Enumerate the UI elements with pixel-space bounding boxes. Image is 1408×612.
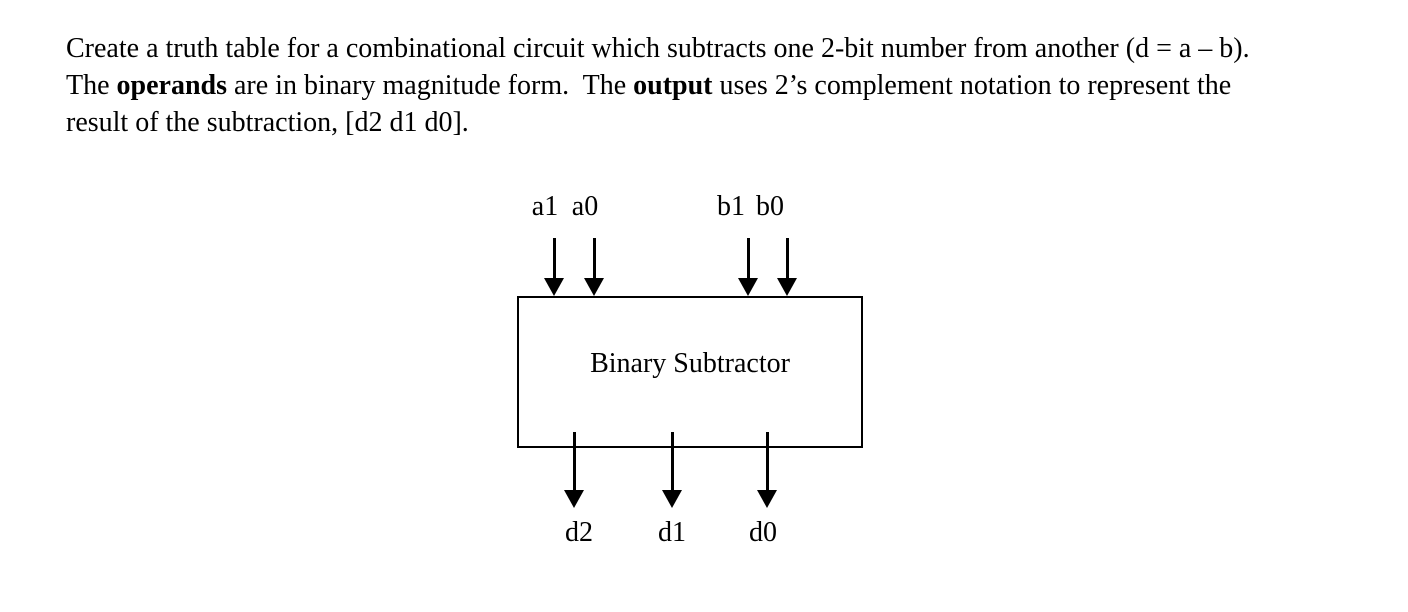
problem-statement: Create a truth table for a combinational… — [66, 30, 1298, 141]
output-arrow-d0-arrowhead-icon — [757, 490, 777, 508]
input-label-a1: a1 — [531, 191, 559, 222]
problem-text-1: Create a truth table for a combinational… — [66, 33, 1264, 101]
input-arrow-a0-arrowhead-icon — [584, 278, 604, 296]
input-arrow-b0-stem — [786, 238, 789, 279]
output-arrow-d2-stem — [573, 432, 576, 491]
input-label-b1: b1 — [717, 191, 745, 222]
input-arrow-a0-stem — [593, 238, 596, 279]
binary-subtractor-box-label: Binary Subtractor — [590, 348, 790, 379]
input-arrow-a1-stem — [553, 238, 556, 279]
input-arrow-b1-stem — [747, 238, 750, 279]
input-arrow-b1-arrowhead-icon — [738, 278, 758, 296]
output-arrow-d2-arrowhead-icon — [564, 490, 584, 508]
input-arrow-b0-arrowhead-icon — [777, 278, 797, 296]
input-arrow-a1-arrowhead-icon — [544, 278, 564, 296]
problem-bold-output: output — [633, 70, 713, 101]
problem-bold-operands: operands — [116, 70, 227, 101]
output-arrow-d1-arrowhead-icon — [662, 490, 682, 508]
input-label-a0: a0 — [571, 191, 599, 222]
output-label-d1: d1 — [658, 517, 686, 548]
input-label-b0: b0 — [756, 191, 784, 222]
output-label-d2: d2 — [565, 517, 593, 548]
output-label-d0: d0 — [749, 517, 777, 548]
binary-subtractor-box: Binary Subtractor — [517, 296, 863, 448]
output-arrow-d1-stem — [671, 432, 674, 491]
problem-text-3: uses 2’s complement notation to represen… — [66, 70, 1239, 138]
output-arrow-d0-stem — [766, 432, 769, 491]
problem-text-2: are in binary magnitude form. The — [227, 70, 634, 101]
